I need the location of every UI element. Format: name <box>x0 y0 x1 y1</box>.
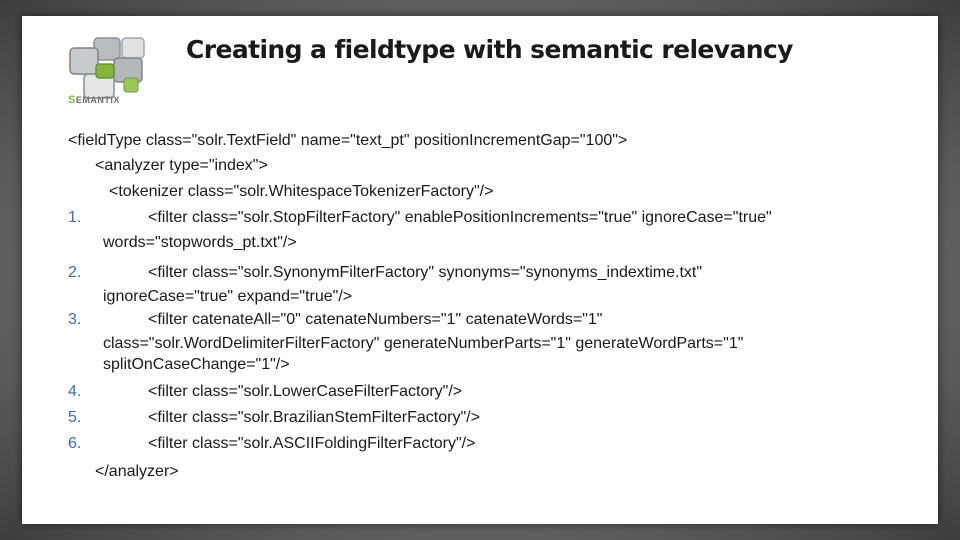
slide-title: Creating a fieldtype with semantic relev… <box>186 35 793 64</box>
filter-number-4: 4. <box>68 383 82 400</box>
semantix-logo-icon <box>69 37 145 99</box>
filter-3-line-3: splitOnCaseChange="1"/> <box>103 356 290 373</box>
semantix-logo-text: SEMANTIX <box>68 94 120 106</box>
filter-1-line-2: words="stopwords_pt.txt"/> <box>103 234 297 251</box>
filter-5-line-1: <filter class="solr.BrazilianStemFilterF… <box>148 409 480 426</box>
filter-number-6: 6. <box>68 435 82 452</box>
filter-6-line-1: <filter class="solr.ASCIIFoldingFilterFa… <box>148 435 476 452</box>
fieldtype-open-line: <fieldType class="solr.TextField" name="… <box>68 132 628 149</box>
filter-3-line-1: <filter catenateAll="0" catenateNumbers=… <box>148 311 603 328</box>
filter-2-line-1: <filter class="solr.SynonymFilterFactory… <box>148 264 703 281</box>
logo-rest: EMANTIX <box>75 95 120 105</box>
filter-number-1: 1. <box>68 209 82 226</box>
analyzer-open-line: <analyzer type="index"> <box>95 157 268 174</box>
tokenizer-line: <tokenizer class="solr.WhitespaceTokeniz… <box>109 183 494 200</box>
filter-number-2: 2. <box>68 264 82 281</box>
filter-number-5: 5. <box>68 409 82 426</box>
analyzer-close-line: </analyzer> <box>95 463 179 480</box>
filter-4-line-1: <filter class="solr.LowerCaseFilterFacto… <box>148 383 463 400</box>
filter-2-line-2: ignoreCase="true" expand="true"/> <box>103 288 353 305</box>
logo-initial: S <box>68 94 76 106</box>
filter-1-line-1: <filter class="solr.StopFilterFactory" e… <box>148 209 772 226</box>
filter-3-line-2: class="solr.WordDelimiterFilterFactory" … <box>103 335 744 352</box>
slide: SEMANTIX Creating a fieldtype with seman… <box>22 16 938 524</box>
filter-number-3: 3. <box>68 311 82 328</box>
